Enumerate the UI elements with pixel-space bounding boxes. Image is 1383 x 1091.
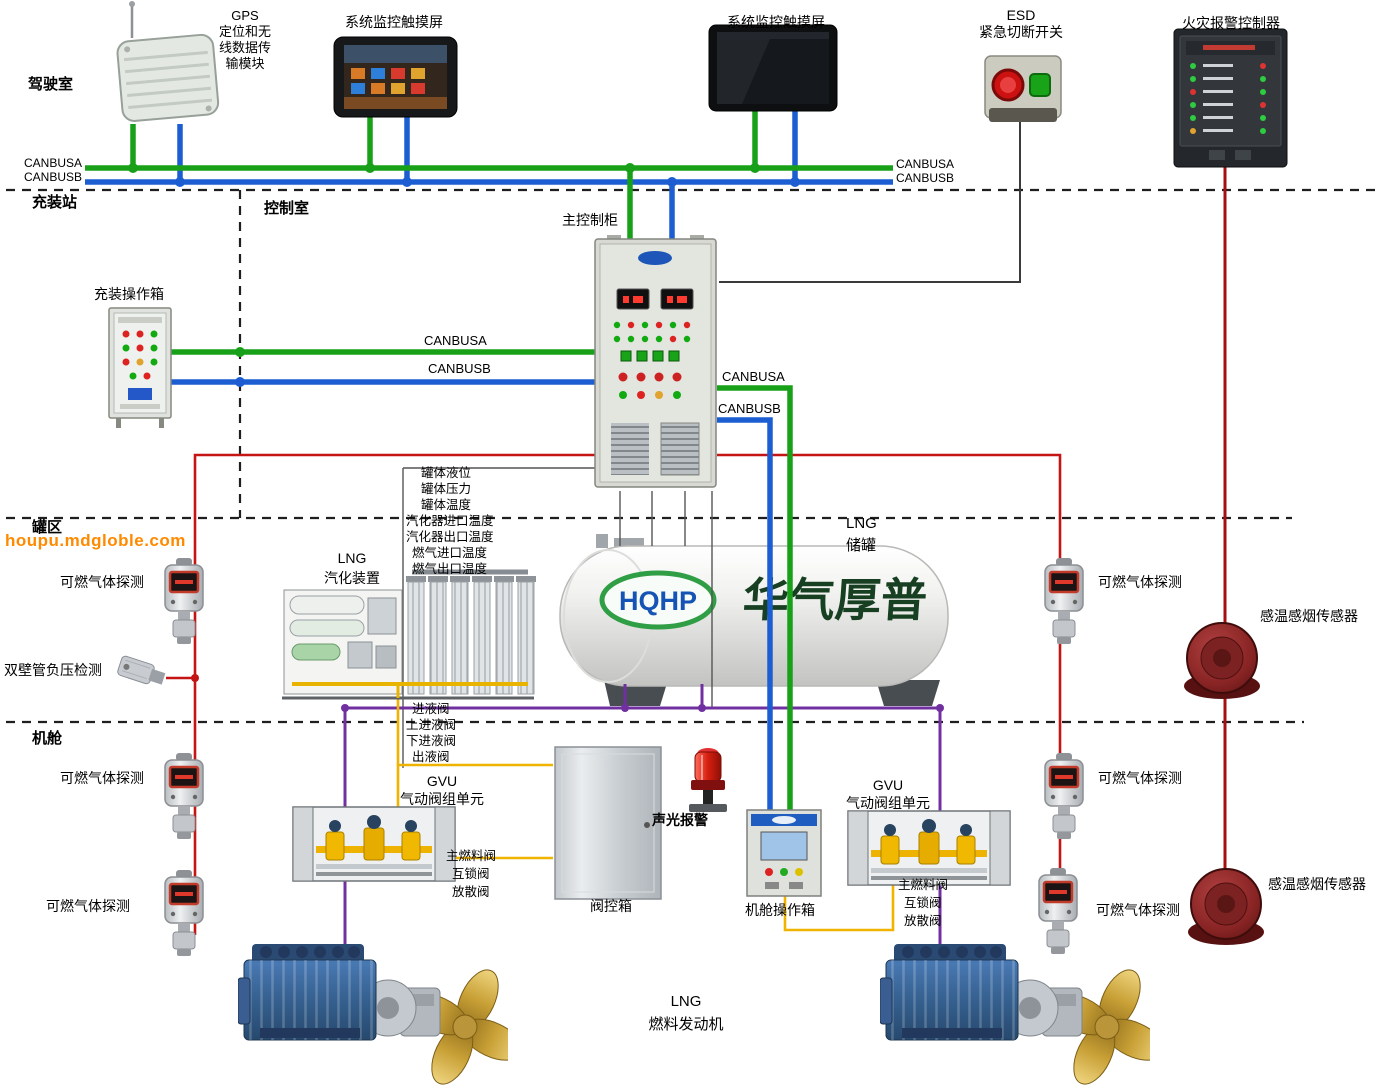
vacuum-pressure-sensor xyxy=(117,655,166,685)
gas-detector xyxy=(1043,753,1085,841)
gvu-valve-unit xyxy=(292,806,456,882)
section-label-engine-room: 机舱 xyxy=(32,730,63,747)
gas-detector-label: 可燃气体探测 xyxy=(1098,770,1182,786)
touchscreen-monitor-2 xyxy=(708,24,838,112)
alarm-beacon xyxy=(689,748,727,812)
signal-label: 燃气进口温度 xyxy=(412,546,488,560)
tank-logo-badge xyxy=(599,570,717,630)
canbusb-label: CANBUSB xyxy=(428,361,491,376)
canbusa-label: CANBUSA xyxy=(24,156,83,170)
section-label-tank-area: 罐区 xyxy=(32,519,63,536)
signal-label: 上进液阀 xyxy=(406,718,457,732)
gas-detector xyxy=(1043,558,1085,646)
touchscreen-monitor-1 xyxy=(333,36,458,118)
signal-label: 出液阀 xyxy=(412,750,450,764)
gas-detector-label: 可燃气体探测 xyxy=(60,770,144,786)
section-label-filling: 充装站 xyxy=(32,194,78,211)
gps-module xyxy=(116,1,220,122)
fuel-valve-labels: 主燃料阀 互锁阀 放散阀 xyxy=(898,878,948,932)
canbusb-label: CANBUSB xyxy=(24,170,83,184)
signal-label: 罐体温度 xyxy=(421,498,472,512)
canbusb-label: CANBUSB xyxy=(896,171,955,185)
engine-room-console xyxy=(746,809,822,897)
vacuum-detector-label: 双壁管负压检测 xyxy=(4,662,102,678)
fuel-valve-labels: 主燃料阀 互锁阀 放散阀 xyxy=(446,849,496,903)
filling-box-label: 充装操作箱 xyxy=(94,286,164,302)
fire-alarm-controller xyxy=(1173,28,1288,168)
alarm-label: 声光报警 xyxy=(652,812,708,828)
gas-detector xyxy=(163,870,205,958)
gas-detector-label: 可燃气体探测 xyxy=(60,574,144,590)
canbusa-label: CANBUSA xyxy=(722,369,785,384)
gas-detector xyxy=(163,753,205,841)
smoke-sensor-label: 感温感烟传感器 xyxy=(1268,876,1366,892)
esd-emergency-switch xyxy=(984,55,1062,122)
watermark: houpu.mdgloble.com xyxy=(5,531,186,550)
smoke-heat-sensor xyxy=(1187,868,1265,946)
touchscreen-label: 系统监控触摸屏 xyxy=(345,14,443,30)
signal-label: 进液阀 xyxy=(412,702,450,716)
signal-label: 互锁阀 xyxy=(452,867,490,881)
gas-detector-label: 可燃气体探测 xyxy=(1096,902,1180,918)
section-label-cab: 驾驶室 xyxy=(28,76,74,93)
section-label-control-room: 控制室 xyxy=(264,200,310,217)
valve-control-box xyxy=(554,746,662,900)
valve-box-label: 阀控箱 xyxy=(590,898,632,914)
canbusa-label: CANBUSA xyxy=(896,157,955,171)
lng-fuel-engine xyxy=(880,943,1150,1090)
signal-label: 下进液阀 xyxy=(406,734,457,748)
canbusb-label: CANBUSB xyxy=(718,401,781,416)
signal-label: 主燃料阀 xyxy=(446,849,497,863)
signal-label: 罐体液位 xyxy=(421,466,472,480)
fire-controller-label: 火灾报警控制器 xyxy=(1182,15,1280,31)
console-label: 机舱操作箱 xyxy=(745,902,815,918)
gas-detector-label: 可燃气体探测 xyxy=(46,898,130,914)
smoke-sensor-label: 感温感烟传感器 xyxy=(1260,608,1358,624)
signal-label: 燃气出口温度 xyxy=(412,562,488,576)
lng-fuel-engine xyxy=(238,943,508,1090)
gas-detector xyxy=(163,558,205,646)
tank-logo-text: HQHP xyxy=(619,586,697,616)
tank-brand-text: 华气厚普 xyxy=(741,573,929,627)
filling-operation-box xyxy=(108,307,172,428)
main-control-cabinet xyxy=(594,235,717,488)
tank-signal-labels: 罐体液位 罐体压力 罐体温度 汽化器进口温度 汽化器出口温度 燃气进口温度 燃气… xyxy=(406,466,494,578)
signal-label: 主燃料阀 xyxy=(898,878,949,892)
signal-label: 放散阀 xyxy=(904,914,942,928)
gas-detector-label: 可燃气体探测 xyxy=(1098,574,1182,590)
signal-label: 汽化器进口温度 xyxy=(406,514,494,528)
smoke-heat-sensor xyxy=(1183,622,1261,700)
canbusa-label: CANBUSA xyxy=(424,333,487,348)
signal-label: 放散阀 xyxy=(452,885,490,899)
signal-label: 罐体压力 xyxy=(421,482,472,496)
signal-label: 汽化器出口温度 xyxy=(406,530,494,544)
signal-label: 互锁阀 xyxy=(904,896,942,910)
touchscreen-label: 系统监控触摸屏 xyxy=(727,14,825,30)
lng-storage-tank: HQHP 华气厚普 xyxy=(559,534,949,706)
main-cabinet-label: 主控制柜 xyxy=(562,212,618,228)
liquid-valve-labels: 进液阀 上进液阀 下进液阀 出液阀 xyxy=(406,702,456,766)
